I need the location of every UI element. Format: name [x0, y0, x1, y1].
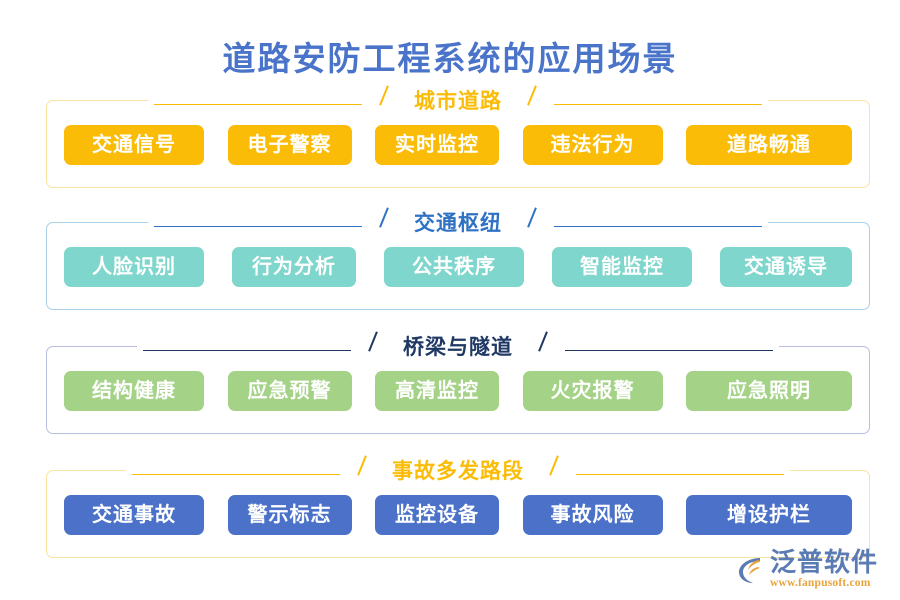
section-title-transport-hub: 交通枢纽 [400, 208, 516, 238]
section-header-accident-prone: 事故多发路段 [47, 455, 869, 487]
section-title-bridges-tunnels: 桥梁与隧道 [389, 332, 527, 362]
tag-item[interactable]: 应急预警 [227, 371, 352, 411]
header-slash-right [516, 207, 548, 239]
tag-item[interactable]: 高清监控 [375, 371, 499, 411]
header-rule-left [148, 86, 368, 116]
tag-item[interactable]: 道路畅通 [686, 125, 852, 165]
header-rule-left [148, 208, 368, 238]
tag-item[interactable]: 行为分析 [232, 247, 356, 287]
tag-item[interactable]: 交通信号 [64, 125, 204, 165]
section-urban-roads: 城市道路 交通信号 电子警察 实时监控 违法行为 道路畅通 [46, 85, 870, 188]
tag-item[interactable]: 公共秩序 [384, 247, 524, 287]
tag-row-urban-roads: 交通信号 电子警察 实时监控 违法行为 道路畅通 [64, 125, 852, 165]
header-slash-left [368, 85, 400, 117]
tag-item[interactable]: 结构健康 [64, 371, 204, 411]
swoosh-circle-icon [734, 554, 766, 586]
section-title-accident-prone: 事故多发路段 [378, 456, 538, 486]
tag-item[interactable]: 违法行为 [522, 125, 663, 165]
section-header-bridges-tunnels: 桥梁与隧道 [47, 331, 869, 363]
tag-item[interactable]: 交通事故 [64, 495, 204, 535]
header-rule-left [126, 456, 346, 486]
header-slash-right [516, 85, 548, 117]
section-title-urban-roads: 城市道路 [400, 86, 516, 116]
tag-item[interactable]: 智能监控 [552, 247, 692, 287]
logo-text: 泛普软件 www.fanpusoft.com [770, 550, 878, 590]
header-rule-left [137, 332, 357, 362]
header-slash-right [538, 455, 570, 487]
logo-company-name: 泛普软件 [769, 548, 878, 577]
tag-row-accident-prone: 交通事故 警示标志 监控设备 事故风险 增设护栏 [64, 495, 852, 535]
page-title: 道路安防工程系统的应用场景 [222, 42, 678, 78]
header-slash-left [357, 331, 389, 363]
tag-item[interactable]: 应急照明 [686, 371, 852, 411]
brand-logo: 泛普软件 www.fanpusoft.com [734, 548, 878, 592]
header-rule-right [570, 456, 790, 486]
header-rule-right [548, 86, 768, 116]
tag-item[interactable]: 交通诱导 [720, 247, 852, 287]
header-slash-left [346, 455, 378, 487]
tag-row-transport-hub: 人脸识别 行为分析 公共秩序 智能监控 交通诱导 [64, 247, 852, 287]
tag-item[interactable]: 火灾报警 [522, 371, 663, 411]
section-header-transport-hub: 交通枢纽 [47, 207, 869, 239]
header-rule-right [559, 332, 779, 362]
section-bridges-tunnels: 桥梁与隧道 结构健康 应急预警 高清监控 火灾报警 应急照明 [46, 331, 870, 434]
section-transport-hub: 交通枢纽 人脸识别 行为分析 公共秩序 智能监控 交通诱导 [46, 207, 870, 310]
header-rule-right [548, 208, 768, 238]
section-header-urban-roads: 城市道路 [47, 85, 869, 117]
tag-item[interactable]: 警示标志 [227, 495, 352, 535]
tag-item[interactable]: 电子警察 [227, 125, 352, 165]
logo-website-url: www.fanpusoft.com [769, 577, 871, 589]
tag-item[interactable]: 事故风险 [522, 495, 663, 535]
tag-item[interactable]: 增设护栏 [686, 495, 852, 535]
header-slash-right [527, 331, 559, 363]
tag-row-bridges-tunnels: 结构健康 应急预警 高清监控 火灾报警 应急照明 [64, 371, 852, 411]
section-accident-prone: 事故多发路段 交通事故 警示标志 监控设备 事故风险 增设护栏 [46, 455, 870, 558]
tag-item[interactable]: 人脸识别 [64, 247, 204, 287]
tag-item[interactable]: 实时监控 [375, 125, 499, 165]
tag-item[interactable]: 监控设备 [375, 495, 499, 535]
header-slash-left [368, 207, 400, 239]
